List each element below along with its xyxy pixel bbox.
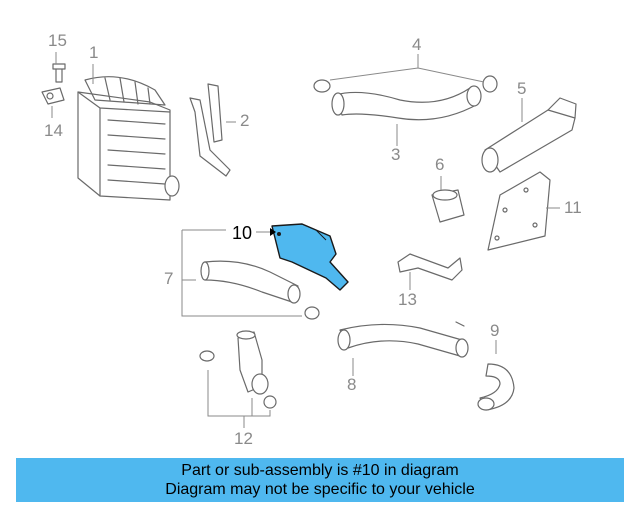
hose-part-7[interactable] <box>200 260 320 320</box>
callout-12: 12 <box>234 429 253 448</box>
callout-8: 8 <box>347 375 357 394</box>
parts-diagram <box>41 52 577 428</box>
callout-10-arrowhead <box>270 228 276 236</box>
banner-line-1: Part or sub-assembly is #10 in diagram <box>181 462 459 479</box>
hose-clamp-part-4[interactable] <box>313 75 498 93</box>
callout-6: 6 <box>435 155 445 174</box>
callout-1: 1 <box>89 43 99 62</box>
callout-9: 9 <box>490 321 500 340</box>
leader-lines <box>51 52 560 428</box>
bolt-part-15[interactable] <box>52 63 66 83</box>
heat-shield-part-11[interactable] <box>487 171 551 251</box>
bracket-part-2[interactable] <box>189 83 231 177</box>
callout-4: 4 <box>412 35 422 54</box>
intake-duct-part-5[interactable] <box>481 97 577 173</box>
callout-10: 10 <box>232 223 253 243</box>
elbow-part-9[interactable] <box>477 363 515 411</box>
highlighted-part-10[interactable] <box>271 223 349 291</box>
callout-15: 15 <box>48 31 67 50</box>
callout-3: 3 <box>391 145 401 164</box>
coupler-part-6[interactable] <box>431 189 465 223</box>
callout-13: 13 <box>398 290 417 309</box>
charge-hose-part-3[interactable] <box>331 85 482 121</box>
callout-2: 2 <box>240 111 250 130</box>
callout-7: 7 <box>164 269 174 288</box>
info-banner: Part or sub-assembly is #10 in diagram D… <box>16 458 624 502</box>
callout-5: 5 <box>517 79 527 98</box>
pipe-part-8[interactable] <box>337 321 469 358</box>
resonator-part-12[interactable] <box>199 330 277 409</box>
clip-part-14[interactable] <box>41 87 65 105</box>
callout-11: 11 <box>564 198 582 217</box>
banner-line-2: Diagram may not be specific to your vehi… <box>165 481 475 498</box>
bracket-part-13[interactable] <box>397 253 463 281</box>
callout-14: 14 <box>44 121 63 140</box>
intercooler-part-1[interactable] <box>77 76 180 201</box>
